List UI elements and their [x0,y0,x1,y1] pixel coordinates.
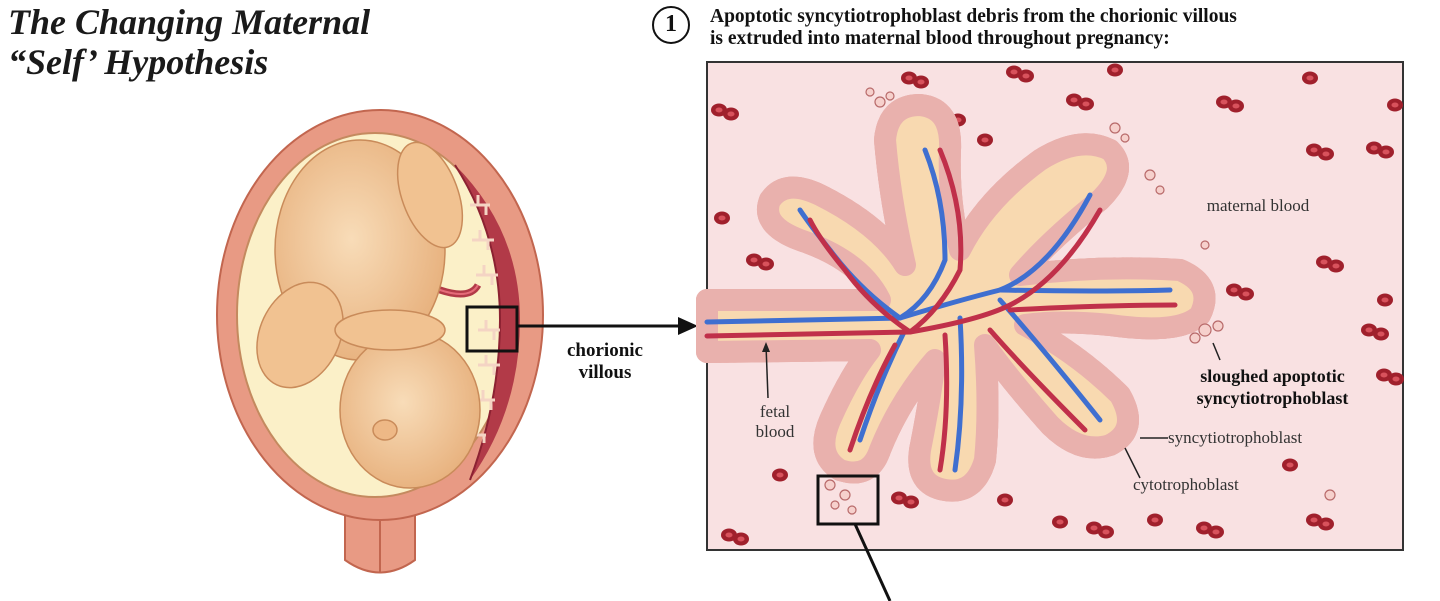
label-sloughed-line-1: sloughed apoptotic [1200,366,1345,386]
title-line-1: The Changing Maternal [8,2,371,42]
label-sloughed-apoptotic: sloughed apoptotic syncytiotrophoblast [1165,365,1380,409]
debris-highlight-box [816,474,880,526]
label-chorionic-villous-line-1: chorionic [567,340,643,361]
arrow-head [678,317,698,335]
label-syncytiotrophoblast: syncytiotrophoblast [1168,428,1303,447]
villous-detail-panel [696,61,1404,551]
label-cytotrophoblast: cytotrophoblast [1133,475,1239,494]
label-fetal-blood-line-2: blood [755,422,795,441]
fetus [256,139,481,489]
step-heading: Apoptotic syncytiotrophoblast debris fro… [710,6,1430,50]
label-chorionic-villous: chorionic villous [545,340,665,384]
sloughed-debris [824,87,1336,515]
label-sloughed-line-2: syncytiotrophoblast [1196,388,1349,408]
placenta [455,165,520,480]
debris-pointer-line [853,523,892,601]
label-fetal-blood-line-1: fetal [759,402,791,421]
label-chorionic-villous-line-2: villous [578,362,632,383]
uterus-illustration [216,109,544,574]
step-heading-line-1: Apoptotic syncytiotrophoblast debris fro… [710,6,1237,27]
fetal-vessels [704,147,1178,473]
label-fetal-blood: fetal blood [740,402,810,442]
label-maternal-blood: maternal blood [1206,196,1310,215]
step-number-badge: 1 [652,6,690,44]
step-heading-line-2: is extruded into maternal blood througho… [710,28,1170,49]
diagram-title: The Changing Maternal “Self’ Hypothesis [8,2,370,82]
title-line-2: “Self’ Hypothesis [8,42,269,82]
villous-highlight-box [465,305,519,353]
